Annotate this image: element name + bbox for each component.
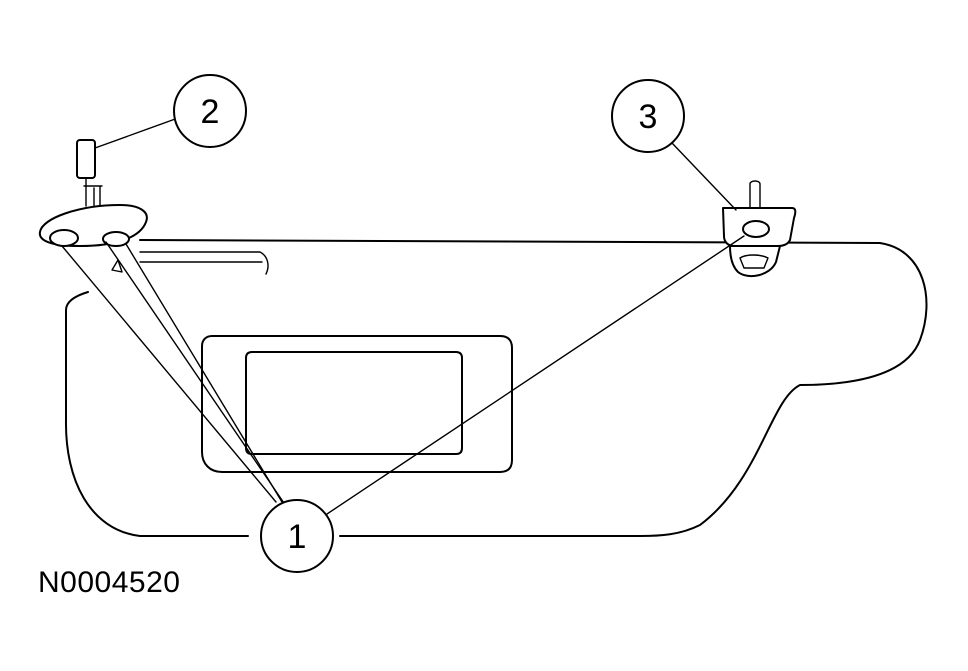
visor-body-outline (64, 239, 928, 537)
leader-1b (105, 241, 287, 507)
callout-3-label: 3 (639, 98, 658, 136)
visor-marker (111, 259, 123, 273)
callout-2: 2 (173, 74, 247, 148)
leader-1d (317, 235, 745, 521)
callout-1-label: 1 (288, 518, 307, 556)
callout-3: 3 (611, 79, 685, 153)
clip-latch (739, 254, 769, 269)
pivot-stem (83, 185, 103, 207)
vanity-mirror-frame (201, 335, 513, 473)
leader-1c (125, 243, 283, 503)
clip-hole (742, 220, 770, 238)
figure-id: N0004520 (38, 566, 181, 599)
visor-top-seam (139, 251, 269, 275)
callout-2-label: 2 (201, 93, 220, 131)
leader-2 (94, 117, 179, 149)
leader-1a (61, 245, 277, 503)
vanity-mirror-glass (245, 351, 463, 455)
pin-icon (76, 139, 96, 179)
screw-hole-left (49, 229, 79, 247)
clip-lower-bracket (729, 245, 781, 278)
callout-1: 1 (260, 499, 334, 573)
screw-hole-right (102, 231, 130, 247)
leader-3 (671, 142, 737, 211)
clip-post (749, 180, 761, 209)
